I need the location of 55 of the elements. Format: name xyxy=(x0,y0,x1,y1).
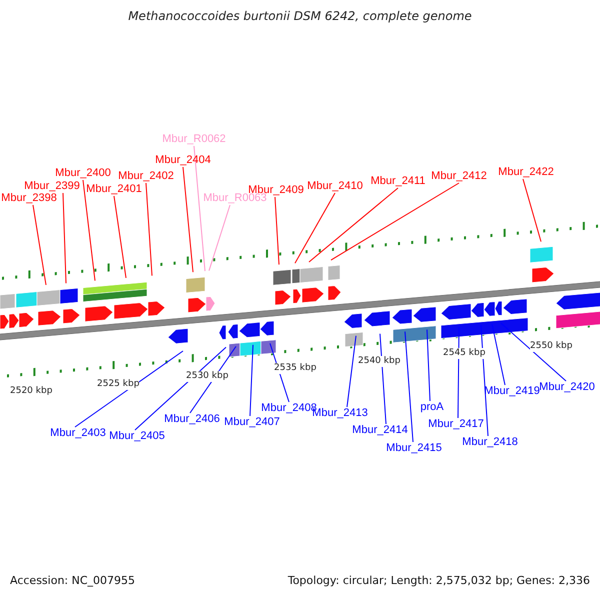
leader-line xyxy=(346,335,356,408)
leader-line xyxy=(458,326,460,418)
gene-label: Mbur_2422 xyxy=(498,166,554,179)
leader-line xyxy=(32,204,46,286)
gene-label: Mbur_2399 xyxy=(24,180,80,193)
gene-label: Mbur_2407 xyxy=(224,416,280,429)
gene-label: Mbur_2402 xyxy=(118,170,174,183)
genome-summary-text: Topology: circular; Length: 2,575,032 bp; Genes: 2,336 xyxy=(288,574,590,587)
leader-line xyxy=(74,350,184,428)
gene-label: proA xyxy=(420,401,444,414)
scale-label: 2530 kbp xyxy=(186,370,228,382)
leader-line xyxy=(330,182,460,261)
accession-text: Accession: NC_007955 xyxy=(10,574,136,587)
gene-label: Mbur_2414 xyxy=(352,424,408,437)
leader-line xyxy=(114,196,126,278)
leader-line xyxy=(194,146,206,272)
gene-label: Mbur_2401 xyxy=(86,183,142,196)
gene-label: Mbur_R0062 xyxy=(162,133,226,146)
leader-line xyxy=(480,324,488,436)
scale-label: 2520 kbp xyxy=(10,386,52,398)
leader-line xyxy=(146,182,152,276)
gene-label: Mbur_2417 xyxy=(428,418,484,431)
leader-line xyxy=(492,323,506,386)
leader-line xyxy=(274,196,280,266)
gene-label: Mbur_2405 xyxy=(109,430,165,443)
leader-line xyxy=(404,331,414,442)
scale-label: 2550 kbp xyxy=(530,340,572,352)
leader-line xyxy=(500,322,566,382)
leader-line xyxy=(208,204,230,272)
gene-label: Mbur_2410 xyxy=(307,180,363,193)
gene-label: Mbur_2398 xyxy=(1,192,57,205)
scale-label: 2540 kbp xyxy=(358,356,400,367)
scale-label: 2535 kbp xyxy=(274,363,316,374)
leader-line xyxy=(62,192,66,284)
gene-label: Mbur_2412 xyxy=(431,170,487,183)
gene-label: Mbur_2403 xyxy=(50,427,106,440)
gene-label: Mbur_2420 xyxy=(539,381,595,394)
gene-label: Mbur_2411 xyxy=(370,175,426,188)
genome-title: Methanococcoides burtonii DSM 6242, complete genome xyxy=(127,10,473,23)
leader-line xyxy=(294,192,336,264)
leader-line xyxy=(250,344,254,416)
leader-line xyxy=(426,329,430,402)
leader-line xyxy=(308,188,398,262)
scale-label: 2545 kbp xyxy=(443,348,486,360)
leader-line xyxy=(522,178,542,242)
gene-label: Mbur_2415 xyxy=(386,442,442,455)
leader-line xyxy=(182,166,194,273)
gene-label: Mbur_2418 xyxy=(462,436,518,449)
gene-label: Mbur_2400 xyxy=(55,167,111,180)
gene-label: Mbur_2404 xyxy=(155,154,211,167)
leader-line xyxy=(134,346,226,430)
gene-label: Mbur_2406 xyxy=(164,413,220,426)
leader-line xyxy=(380,333,386,424)
leader-line xyxy=(82,180,96,282)
scale-label: 2525 kbp xyxy=(97,378,140,390)
